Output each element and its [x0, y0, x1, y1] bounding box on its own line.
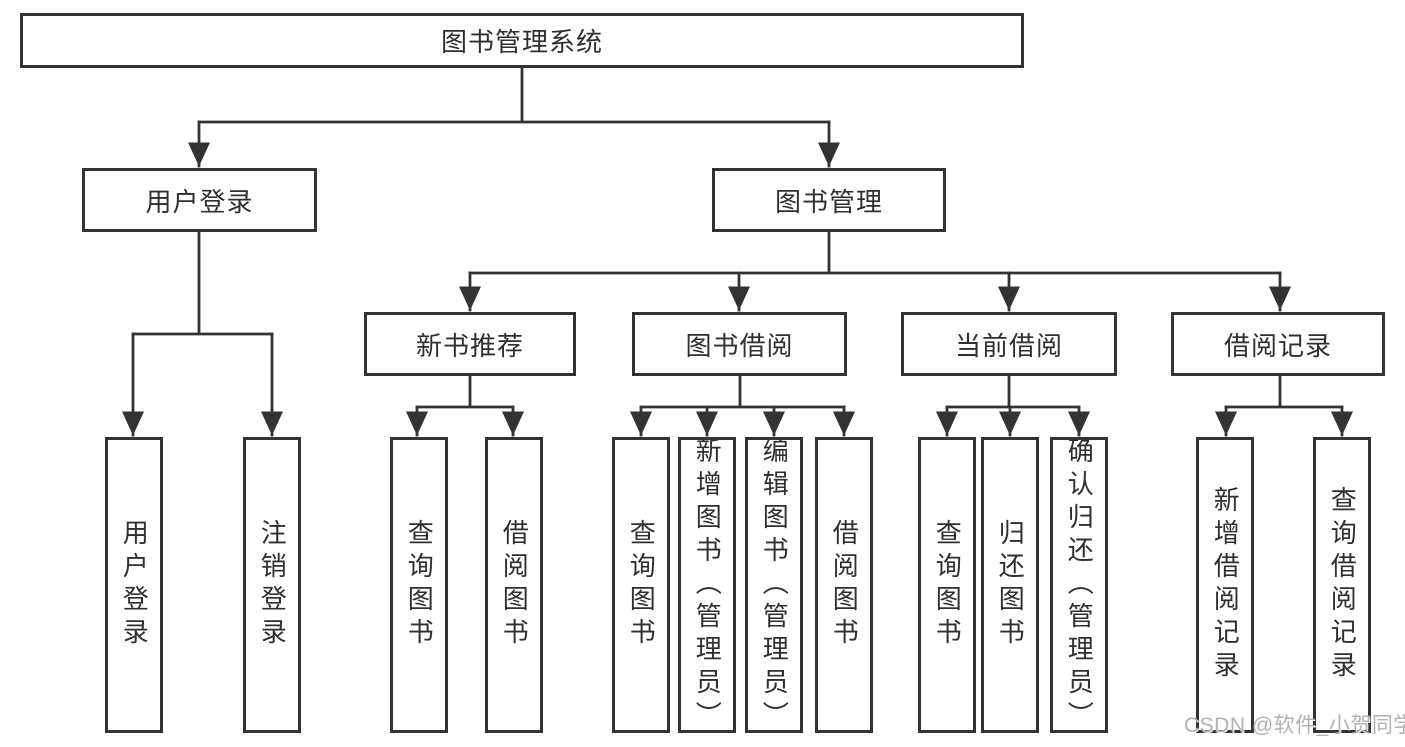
node-cb-confirm-return-admin-label: 确认归还（管理员） [1064, 437, 1095, 733]
node-book-management: 图书管理 [712, 168, 946, 232]
node-nbr-query-books: 查询图书 [390, 437, 448, 733]
node-logout: 注销登录 [243, 437, 301, 733]
node-bb-borrow-books: 借阅图书 [815, 437, 873, 733]
node-current-borrow: 当前借阅 [901, 312, 1117, 376]
node-cb-query-books-label: 查询图书 [932, 519, 963, 651]
node-book-borrow: 图书借阅 [632, 312, 847, 376]
node-cb-query-books: 查询图书 [918, 437, 976, 733]
node-logout-label: 注销登录 [257, 519, 288, 651]
csdn-watermark: CSDN @软件_小贺同学 [1184, 714, 1405, 737]
node-br-add-record-label: 新增借阅记录 [1210, 486, 1241, 684]
node-bb-add-books-admin-label: 新增图书（管理员） [692, 437, 723, 733]
node-bb-add-books-admin: 新增图书（管理员） [678, 437, 736, 733]
node-bb-edit-books-admin: 编辑图书（管理员） [745, 437, 803, 733]
connector-new-book-to-children [406, 375, 524, 437]
node-current-borrow-label: 当前借阅 [954, 330, 1063, 361]
connector-current-borrow-to-children [936, 375, 1090, 437]
connector-root-to-level2 [188, 66, 840, 168]
node-cb-confirm-return-admin: 确认归还（管理员） [1050, 437, 1108, 733]
node-user-login-group: 用户登录 [82, 168, 317, 232]
node-new-book-recommend: 新书推荐 [364, 312, 576, 376]
node-br-add-record: 新增借阅记录 [1196, 437, 1254, 733]
node-br-query-record: 查询借阅记录 [1313, 437, 1371, 733]
node-library-system-label: 图书管理系统 [440, 27, 603, 57]
node-user-login-group-label: 用户登录 [145, 186, 254, 217]
connector-book-borrow-to-children [630, 375, 855, 437]
node-bb-query-books-label: 查询图书 [626, 519, 657, 651]
node-nbr-borrow-books-label: 借阅图书 [499, 519, 530, 651]
node-br-query-record-label: 查询借阅记录 [1327, 486, 1358, 684]
node-user-login: 用户登录 [105, 437, 163, 733]
connector-records-to-children [1215, 375, 1353, 437]
node-library-system: 图书管理系统 [20, 13, 1024, 68]
node-cb-return-books-label: 归还图书 [995, 519, 1026, 651]
node-bb-borrow-books-label: 借阅图书 [829, 519, 860, 651]
node-nbr-borrow-books: 借阅图书 [485, 437, 543, 733]
connector-book-mgmt-to-level3 [459, 230, 1291, 312]
node-book-management-label: 图书管理 [774, 186, 883, 217]
connector-user-login-to-children [122, 230, 283, 437]
node-bb-query-books: 查询图书 [612, 437, 670, 733]
node-borrow-records: 借阅记录 [1171, 312, 1385, 376]
node-bb-edit-books-admin-label: 编辑图书（管理员） [759, 437, 790, 733]
node-borrow-records-label: 借阅记录 [1223, 330, 1332, 361]
node-new-book-recommend-label: 新书推荐 [415, 330, 524, 361]
node-cb-return-books: 归还图书 [981, 437, 1039, 733]
node-book-borrow-label: 图书借阅 [685, 330, 794, 361]
node-nbr-query-books-label: 查询图书 [404, 519, 435, 651]
node-user-login-label: 用户登录 [119, 519, 150, 651]
